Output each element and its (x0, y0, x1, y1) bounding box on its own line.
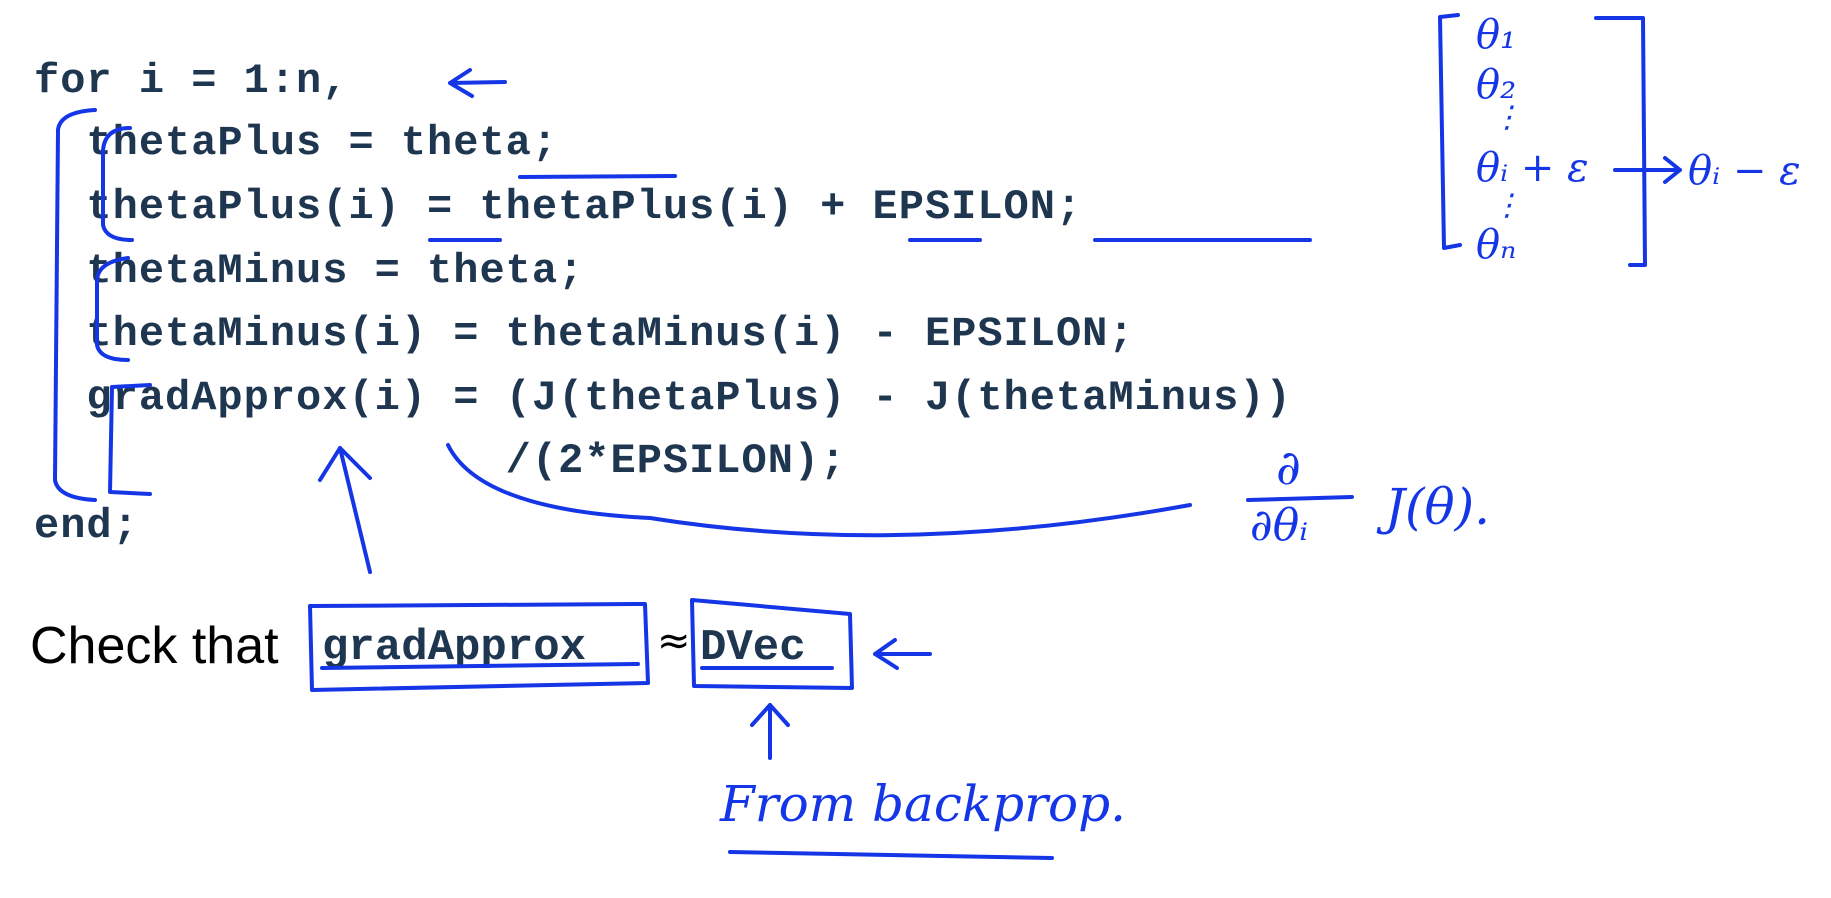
underline-theta (518, 174, 677, 179)
code-line-for: for i = 1:n, (34, 57, 349, 105)
partial-numerator: ∂ (1276, 440, 1301, 496)
box-gradapprox (308, 602, 650, 692)
arrow-theta-i (1613, 156, 1682, 184)
from-backprop-note: From backprop. (720, 775, 1127, 833)
bracket-2 (95, 256, 130, 362)
theta-n: θₙ (1476, 222, 1517, 268)
code-line-thetaplus-assign: thetaPlus = theta; (34, 119, 559, 167)
bracket-1 (101, 126, 134, 242)
code-line-thetaplus-update: thetaPlus(i) = thetaPlus(i) + EPSILON; (34, 183, 1083, 231)
vector-right-bracket (1594, 16, 1647, 267)
underline-gradapprox (320, 662, 640, 670)
arrow-dvec-left (873, 638, 932, 670)
arrow-for-line (448, 68, 507, 98)
code-line-gradapprox-denominator: /(2*EPSILON); (34, 437, 847, 485)
check-prefix: Check that (30, 617, 279, 675)
underline-backprop (728, 850, 1054, 860)
code-line-thetaminus-update: thetaMinus(i) = thetaMinus(i) - EPSILON; (34, 310, 1135, 358)
partial-denominator: ∂θᵢ (1250, 500, 1309, 551)
curve-link (446, 443, 1192, 538)
vector-left-bracket (1438, 13, 1462, 250)
arrow-up-dvec (750, 703, 790, 760)
theta-dots-2: ⋮ (1492, 188, 1522, 223)
theta-i-minus: θᵢ − ε (1688, 148, 1801, 194)
arrow-to-gradapprox (318, 446, 372, 574)
code-line-end: end; (34, 502, 139, 550)
theta-dots-1: ⋮ (1492, 100, 1522, 135)
dvec-term: DVec (700, 623, 806, 673)
bracket-3 (108, 383, 152, 496)
theta-1: θ₁ (1476, 12, 1517, 58)
approx-symbol: ≈ (657, 618, 691, 664)
code-line-thetaminus-assign: thetaMinus = theta; (34, 247, 585, 295)
fraction-bar (1246, 495, 1354, 502)
outer-bracket (53, 108, 97, 502)
cost-function: J(θ). (1385, 478, 1491, 536)
box-dvec (690, 598, 854, 690)
theta-2: θ₂ (1476, 62, 1517, 108)
theta-i-plus: θᵢ + ε (1476, 145, 1589, 191)
